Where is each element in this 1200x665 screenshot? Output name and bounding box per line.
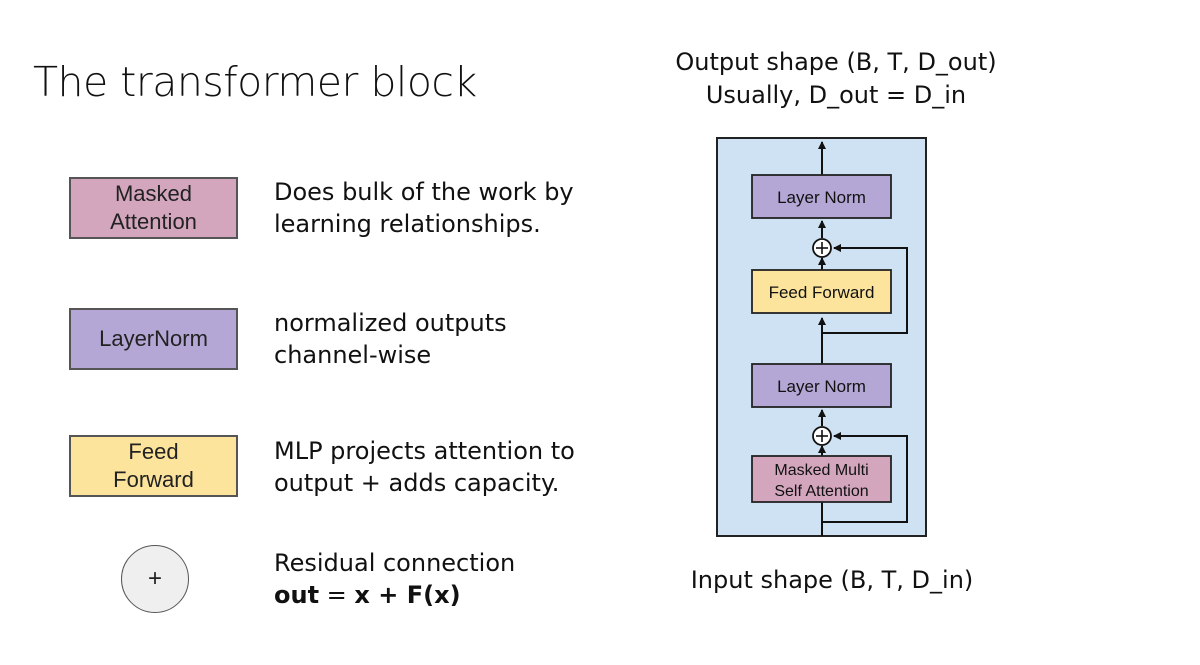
legend-residual-desc-line-1: Residual connection bbox=[274, 549, 516, 577]
output-shape-caption: Output shape (B, T, D_out) Usually, D_ou… bbox=[636, 46, 1036, 112]
bottom-layer-norm-label: Layer Norm bbox=[777, 377, 866, 396]
legend-layernorm-box-label: LayerNorm bbox=[99, 326, 208, 351]
attention-label-line-2: Self Attention bbox=[774, 483, 868, 500]
legend-attention-box-line-1: Masked bbox=[114, 181, 193, 206]
slide-title: The transformer block bbox=[33, 58, 477, 106]
block-masked-attention: Masked Multi Self Attention bbox=[751, 455, 892, 503]
legend-feedforward-box: Feed Forward bbox=[69, 435, 238, 497]
legend-residual-description: Residual connection out = x + F(x) bbox=[274, 547, 515, 611]
add-circle-bottom-icon bbox=[812, 426, 832, 446]
feed-forward-label: Feed Forward bbox=[769, 283, 875, 302]
formula-rhs: x + F(x) bbox=[354, 581, 461, 609]
block-bottom-layer-norm: Layer Norm bbox=[751, 363, 892, 408]
attention-label-line-1: Masked Multi bbox=[774, 462, 868, 479]
residual-path-bottom bbox=[822, 432, 908, 523]
legend-attention-box: Masked Attention bbox=[69, 177, 238, 239]
legend-residual-plus-icon: + bbox=[121, 545, 189, 613]
legend-layernorm-desc-line-2: channel-wise bbox=[274, 341, 432, 369]
formula-equals: = bbox=[319, 581, 355, 609]
output-shape-line-2: Usually, D_out = D_in bbox=[705, 81, 967, 109]
legend-attention-box-line-2: Attention bbox=[110, 209, 197, 234]
output-shape-line-1: Output shape (B, T, D_out) bbox=[675, 48, 997, 76]
add-circle-top-icon bbox=[812, 238, 832, 258]
legend-feedforward-desc-line-1: MLP projects attention to bbox=[274, 437, 575, 465]
block-top-layer-norm: Layer Norm bbox=[751, 174, 892, 219]
top-layer-norm-label: Layer Norm bbox=[777, 188, 866, 207]
legend-layernorm-box: LayerNorm bbox=[69, 308, 238, 370]
legend-residual-formula: out = x + F(x) bbox=[274, 579, 515, 611]
legend-attention-desc-line-2: learning relationships. bbox=[274, 210, 541, 238]
block-feed-forward: Feed Forward bbox=[751, 269, 892, 314]
legend-feedforward-box-line-2: Forward bbox=[113, 467, 194, 492]
legend-feedforward-desc-line-2: output + adds capacity. bbox=[274, 469, 560, 497]
legend-attention-desc-line-1: Does bulk of the work by bbox=[274, 178, 574, 206]
residual-path-top bbox=[822, 244, 908, 334]
legend-layernorm-description: normalized outputs channel-wise bbox=[274, 307, 507, 371]
legend-layernorm-desc-line-1: normalized outputs bbox=[274, 309, 507, 337]
legend-feedforward-box-line-1: Feed bbox=[128, 439, 179, 464]
legend-attention-description: Does bulk of the work by learning relati… bbox=[274, 176, 574, 240]
legend-feedforward-description: MLP projects attention to output + adds … bbox=[274, 435, 575, 499]
formula-out: out bbox=[274, 581, 320, 609]
input-shape-caption: Input shape (B, T, D_in) bbox=[690, 566, 974, 594]
legend-residual-symbol: + bbox=[147, 565, 162, 592]
